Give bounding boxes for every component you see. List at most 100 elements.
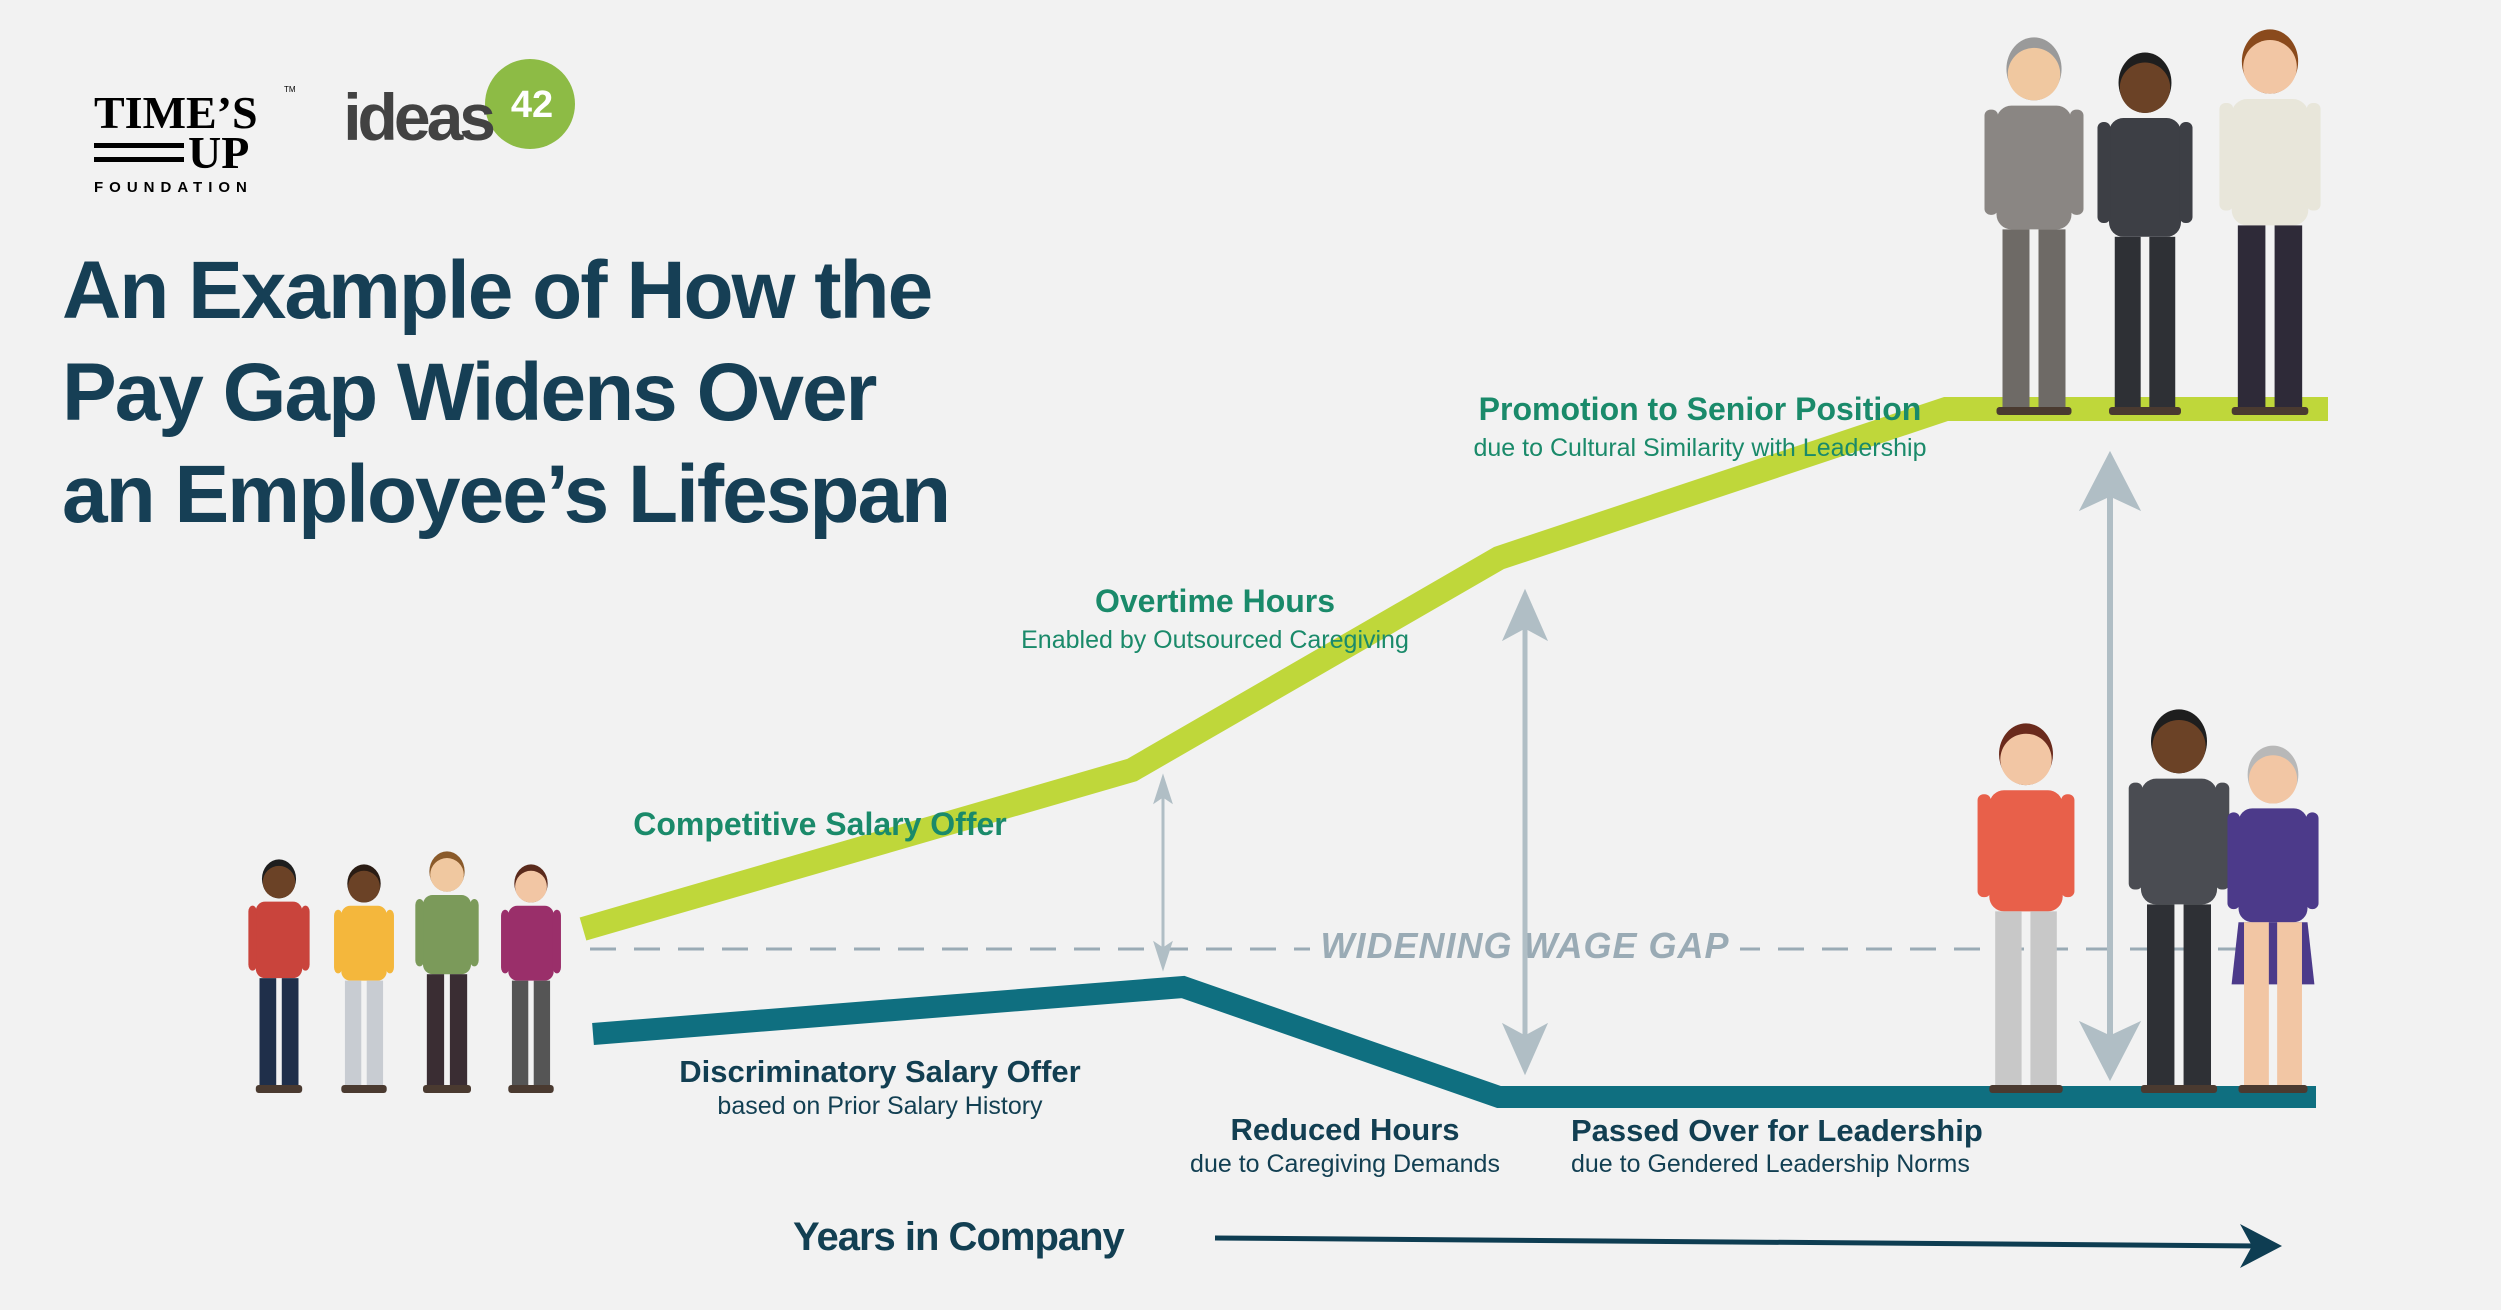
head (2000, 733, 2052, 786)
shoes (255, 1085, 303, 1093)
timesup-logo-bar (94, 143, 184, 148)
person-woman-yellow-top (334, 864, 394, 1093)
upper-label-1-title: Competitive Salary Offer (633, 806, 1006, 842)
lower-label-1-title: Discriminatory Salary Offer (679, 1054, 1080, 1089)
lower-salary-path (592, 975, 2316, 1108)
gap-arrow-large (2078, 450, 2142, 1082)
arm (2219, 103, 2234, 211)
lower-label-1-subtitle: based on Prior Salary History (717, 1092, 1043, 1120)
timesup-logo-tm: TM (284, 85, 296, 94)
arm (2306, 103, 2321, 211)
title-line-3: an Employee’s Lifespan (62, 449, 951, 540)
shoes (1996, 407, 2072, 415)
leg (2277, 922, 2302, 1087)
head (430, 858, 464, 892)
shoes (508, 1085, 554, 1093)
ideas42-circle (485, 59, 575, 149)
leg (2002, 229, 2030, 409)
leg (533, 980, 551, 1087)
leg (2183, 904, 2212, 1087)
arm (501, 909, 510, 974)
arm (248, 905, 257, 971)
head (2152, 720, 2206, 774)
person-man-dark-suit (2097, 52, 2193, 415)
lower-label-2-title: Reduced Hours (1230, 1112, 1459, 1147)
ideas42-number: 42 (511, 84, 553, 126)
gap-arrows (1153, 450, 2142, 1082)
arm (470, 899, 479, 967)
arm (2097, 122, 2111, 223)
shoes (2109, 407, 2181, 415)
head (348, 870, 380, 903)
arm (334, 909, 343, 974)
torso (2140, 778, 2218, 905)
torso (423, 895, 471, 975)
head (2007, 47, 2061, 101)
arm (2215, 782, 2230, 890)
leg (259, 978, 277, 1087)
title-line-2: Pay Gap Widens Over (62, 347, 877, 438)
person-man-gray-suit (1984, 37, 2084, 415)
arm (2128, 782, 2143, 890)
timesup-logo-line3: FOUNDATION (94, 179, 253, 196)
torso (2231, 99, 2309, 226)
arm (385, 909, 394, 974)
upper-label-3-subtitle: due to Cultural Similarity with Leadersh… (1474, 434, 1927, 462)
page-title: An Example of How the Pay Gap Widens Ove… (62, 240, 951, 546)
upper-label-2-title: Overtime Hours (1095, 583, 1335, 619)
leg (1995, 911, 2022, 1087)
leg (2030, 911, 2057, 1087)
leg (2114, 236, 2141, 409)
lower-label-2-subtitle: due to Caregiving Demands (1190, 1150, 1500, 1178)
upper-label-2-subtitle: Enabled by Outsourced Caregiving (1021, 626, 1409, 654)
gap-arrow-medium (1501, 588, 1549, 1076)
head (2243, 40, 2297, 94)
leg (344, 980, 362, 1087)
gap-arrow-small (1153, 773, 1173, 972)
leg (2244, 922, 2269, 1087)
x-axis-line (1214, 1235, 2261, 1249)
person-woman-coral-dress (1977, 723, 2075, 1093)
arm (2227, 812, 2240, 910)
head (2248, 755, 2298, 804)
title-line-1: An Example of How the (62, 245, 933, 336)
ideas42-word: ideas (343, 80, 493, 154)
arm (2070, 109, 2084, 215)
torso (1996, 105, 2072, 230)
x-axis-label: Years in Company (793, 1215, 1126, 1259)
arm (2061, 794, 2075, 898)
timesup-logo-line1: TIME’S (94, 87, 258, 138)
head (262, 865, 296, 899)
upper-label-3-title: Promotion to Senior Position (1479, 391, 1922, 427)
person-woman-gray-blazer (2128, 709, 2230, 1093)
arm (552, 909, 561, 974)
arm (2306, 812, 2319, 910)
leg (366, 980, 384, 1087)
arm (1977, 794, 1991, 898)
shoes (2231, 407, 2309, 415)
leg (426, 974, 445, 1087)
leg (2146, 904, 2175, 1087)
torso (2109, 118, 2181, 237)
torso (2238, 808, 2308, 923)
shoes (341, 1085, 387, 1093)
torso (341, 905, 387, 981)
lower-label-3-title: Passed Over for Leadership (1571, 1113, 1983, 1148)
arm (415, 899, 424, 967)
leg (511, 980, 529, 1087)
head (515, 870, 547, 903)
timesup-logo-bar (94, 157, 184, 162)
x-axis-arrowhead-icon (2240, 1224, 2282, 1268)
person-man-red-sweater (248, 859, 310, 1093)
torso (255, 901, 303, 979)
leg (2149, 236, 2176, 409)
leg (2274, 225, 2303, 409)
shoes (2238, 1085, 2308, 1093)
shoes (423, 1085, 471, 1093)
head (2119, 62, 2171, 113)
leg (2237, 225, 2266, 409)
ideas42-logo: ideas 42 (343, 59, 575, 154)
leg (281, 978, 299, 1087)
timesup-logo-line2: UP (188, 127, 249, 178)
